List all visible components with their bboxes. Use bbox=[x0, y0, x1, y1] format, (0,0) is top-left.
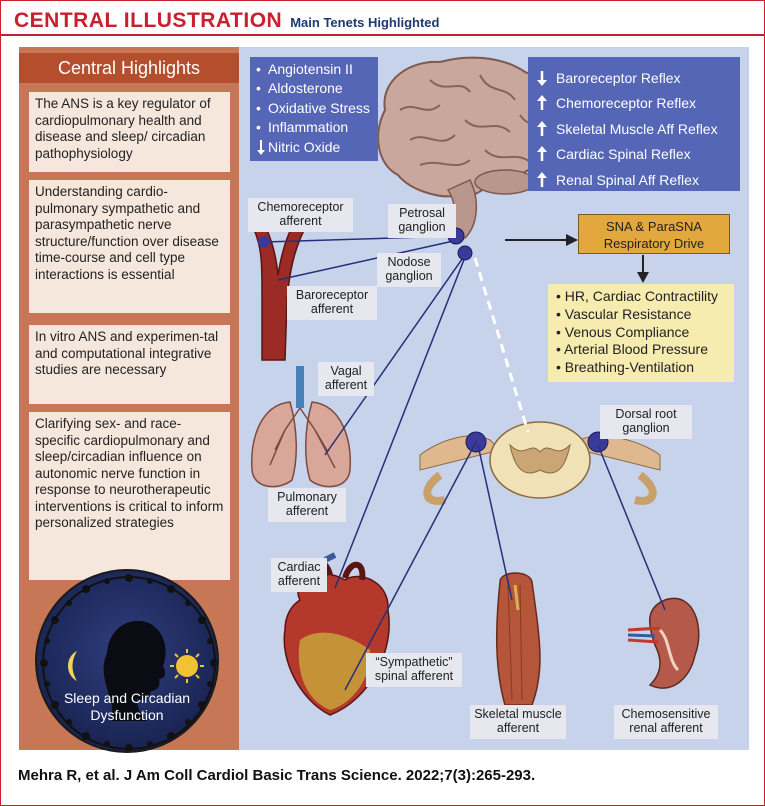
sun-icon bbox=[170, 649, 204, 683]
effect-item: • Venous Compliance bbox=[556, 323, 690, 340]
effect-item: • Breathing-Ventilation bbox=[556, 359, 694, 376]
highlight-item: In vitro ANS and experimen-tal and compu… bbox=[29, 325, 230, 404]
spinal-cord-icon bbox=[419, 421, 661, 505]
effect-item: • Vascular Resistance bbox=[556, 305, 692, 322]
skeletal-muscle-afferent-label: Skeletal muscle afferent bbox=[470, 705, 566, 739]
humoral-label: Inflammation bbox=[268, 119, 349, 136]
head-silhouette-icon bbox=[103, 620, 166, 721]
clock-dots bbox=[40, 574, 217, 751]
effect-item: • HR, Cardiac Contractility bbox=[556, 288, 719, 304]
respiratory-drive-box: SNA & ParaSNA Respiratory Drive bbox=[578, 214, 730, 254]
petrosal-ganglion-label: Petrosal ganglion bbox=[388, 204, 456, 238]
humoral-item: • Inflammation bbox=[256, 118, 372, 138]
humoral-label: Oxidative Stress bbox=[268, 99, 370, 116]
humoral-factors-box: • Angiotensin II • Aldosterone • Oxidative … bbox=[250, 57, 378, 161]
down-arrow-icon bbox=[537, 70, 547, 86]
heart-icon bbox=[283, 552, 390, 716]
header-title: CENTRAL ILLUSTRATION bbox=[14, 9, 283, 32]
up-arrow-icon bbox=[537, 120, 547, 136]
up-arrow-icon bbox=[537, 95, 547, 111]
bullet-icon: • bbox=[256, 80, 261, 97]
sympathetic-spinal-afferent-label: “Sympathetic” spinal afferent bbox=[366, 653, 462, 687]
humoral-label: Nitric Oxide bbox=[268, 138, 341, 155]
effect-label: Arterial Blood Pressure bbox=[564, 341, 708, 358]
reflex-label: Renal Spinal Aff Reflex bbox=[556, 171, 699, 188]
header: CENTRAL ILLUSTRATION Main Tenets Highlig… bbox=[14, 9, 439, 35]
highlight-item: Clarifying sex- and race-specific cardio… bbox=[29, 412, 230, 580]
up-arrow-icon bbox=[537, 146, 547, 162]
effect-item: • Arterial Blood Pressure bbox=[556, 341, 708, 358]
highlight-item: The ANS is a key regulator of cardiopulm… bbox=[29, 92, 230, 172]
nodose-ganglion-label: Nodose ganglion bbox=[377, 253, 441, 287]
sleep-artwork bbox=[40, 574, 217, 751]
effect-label: Vascular Resistance bbox=[564, 305, 692, 322]
reflex-item: Baroreceptor Reflex bbox=[536, 65, 732, 91]
reflex-label: Cardiac Spinal Reflex bbox=[556, 146, 691, 163]
dorsal-root-ganglion-label: Dorsal root ganglion bbox=[600, 405, 692, 439]
humoral-item: • Angiotensin II bbox=[256, 59, 372, 79]
header-subtitle: Main Tenets Highlighted bbox=[290, 15, 440, 30]
highlight-item: Understanding cardio-pulmonary sympathet… bbox=[29, 180, 230, 313]
effect-label: Breathing-Ventilation bbox=[564, 359, 694, 376]
cardiac-afferent-label: Cardiac afferent bbox=[271, 558, 327, 592]
reflex-label: Baroreceptor Reflex bbox=[556, 69, 681, 86]
humoral-item: • Aldosterone bbox=[256, 79, 372, 99]
bullet-icon: • bbox=[256, 99, 261, 116]
moon-icon bbox=[68, 651, 77, 681]
humoral-label: Angiotensin II bbox=[268, 60, 353, 77]
reflex-item: Renal Spinal Aff Reflex bbox=[536, 167, 732, 193]
kidney-icon bbox=[627, 597, 700, 689]
sleep-circadian-badge bbox=[35, 569, 219, 753]
arrow-down-icon bbox=[637, 255, 649, 283]
arrow-right-icon bbox=[505, 234, 578, 246]
sleep-label: Sleep and Circadian Dysfunction bbox=[63, 690, 191, 723]
reflex-item: Cardiac Spinal Reflex bbox=[536, 142, 732, 168]
effect-label: Venous Compliance bbox=[564, 323, 690, 340]
chemoreceptor-afferent-label: Chemoreceptor afferent bbox=[248, 198, 353, 232]
effects-box: • HR, Cardiac Contractility • Vascular R… bbox=[548, 284, 734, 382]
reflex-item: Skeletal Muscle Aff Reflex bbox=[536, 116, 732, 142]
header-rule bbox=[0, 34, 765, 36]
up-arrow-icon bbox=[537, 171, 547, 187]
humoral-item: • Oxidative Stress bbox=[256, 98, 372, 118]
baroreceptor-afferent-label: Baroreceptor afferent bbox=[287, 286, 377, 320]
reflex-label: Skeletal Muscle Aff Reflex bbox=[556, 120, 718, 137]
effect-label: HR, Cardiac Contractility bbox=[564, 288, 719, 304]
citation: Mehra R, et al. J Am Coll Cardiol Basic … bbox=[18, 767, 536, 784]
reflex-item: Chemoreceptor Reflex bbox=[536, 91, 732, 117]
highlights-title: Central Highlights bbox=[19, 53, 239, 83]
bullet-icon: • bbox=[256, 119, 261, 136]
bullet-icon: • bbox=[256, 60, 261, 77]
vagal-afferent-label: Vagal afferent bbox=[318, 362, 374, 396]
reflex-label: Chemoreceptor Reflex bbox=[556, 95, 697, 112]
renal-afferent-label: Chemosensitive renal afferent bbox=[614, 705, 718, 739]
humoral-item: Nitric Oxide bbox=[256, 137, 372, 157]
descending-pathway bbox=[473, 257, 530, 433]
ganglia bbox=[258, 227, 473, 261]
reflexes-box: Baroreceptor Reflex Chemoreceptor Reflex… bbox=[528, 57, 740, 191]
down-arrow-icon bbox=[257, 139, 265, 155]
skeletal-muscle-icon bbox=[495, 572, 541, 706]
pulmonary-afferent-label: Pulmonary afferent bbox=[268, 488, 346, 522]
humoral-label: Aldosterone bbox=[268, 80, 343, 97]
lungs-icon bbox=[251, 366, 351, 488]
